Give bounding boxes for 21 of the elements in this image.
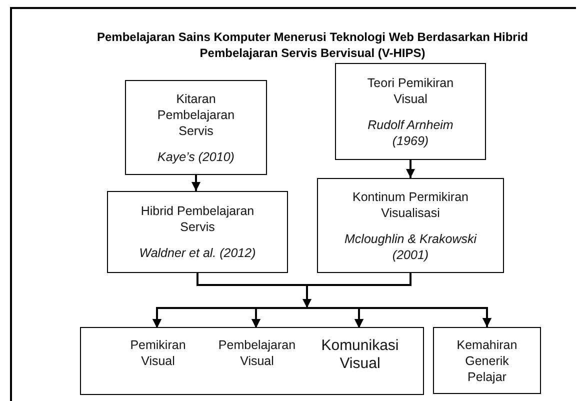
citation: Waldner et al. (2012) (139, 245, 256, 261)
citation: Kaye’s (2010) (158, 148, 234, 164)
concept-box (317, 178, 504, 273)
citation: Rudolf Arnheim (1969) (366, 116, 454, 148)
group-box (80, 327, 424, 395)
connector-arrow (192, 175, 200, 191)
concept-box (125, 80, 267, 175)
citation: Mcloughlin & Krakowski (2001) (344, 230, 478, 262)
concept-name: Hibrid Pembelajaran Servis (140, 203, 256, 235)
concept-name: Kitaran Pembelajaran Servis (156, 90, 236, 138)
concept-label: Pemikiran Visual (113, 329, 203, 375)
diagram-title: Pembelajaran Sains Komputer Menerusi Teknologi Web Berdasarkan Hibrid Pembelajaran Servis Bervisual (V-HIPS) (96, 29, 529, 61)
concept-box (107, 191, 288, 273)
concept-box (433, 327, 541, 394)
concept-label: Komunikasi Visual (310, 329, 410, 379)
concept-name: Kemahiran Generik Pelajar (456, 336, 518, 384)
concept-box (335, 63, 486, 160)
concept-name: Kontinum Permikiran Visualisasi (351, 188, 470, 220)
concept-label: Pembelajaran Visual (212, 329, 302, 375)
concept-name: Teori Pemikiran Visual (366, 74, 455, 106)
connector-arrow (406, 160, 415, 178)
